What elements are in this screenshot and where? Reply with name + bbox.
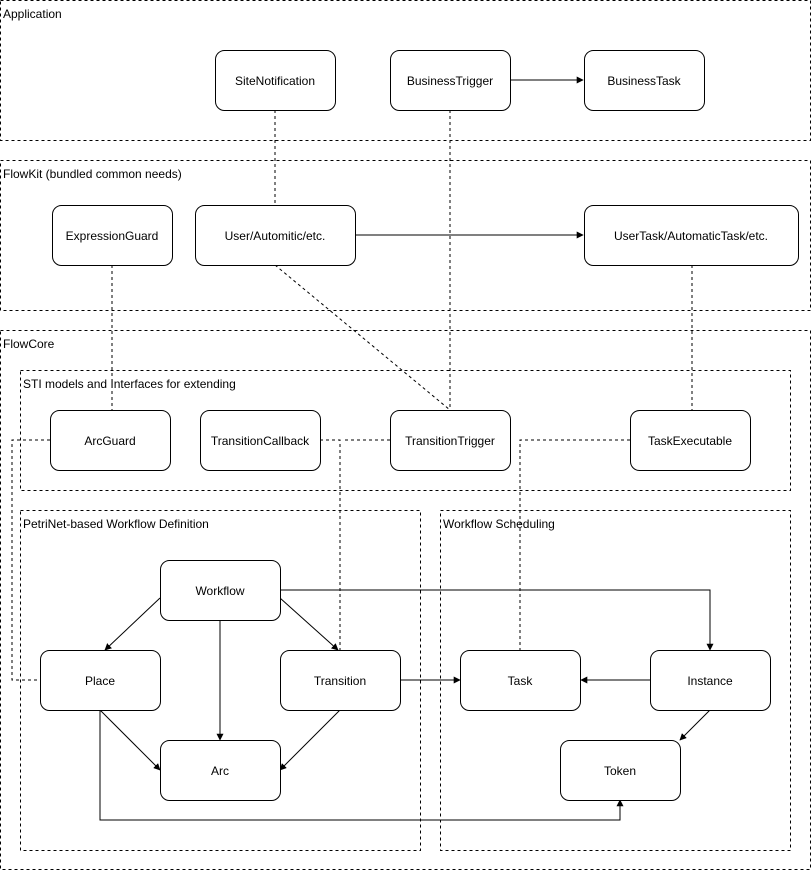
node-user-task-label: UserTask/AutomaticTask/etc. xyxy=(614,229,768,243)
node-expression-guard: ExpressionGuard xyxy=(52,205,173,266)
sti-group-label: STI models and Interfaces for extending xyxy=(23,377,236,391)
node-workflow: Workflow xyxy=(160,560,281,621)
flowkit-group-label: FlowKit (bundled common needs) xyxy=(3,167,182,181)
node-user-task: UserTask/AutomaticTask/etc. xyxy=(584,205,799,266)
node-transition-trigger: TransitionTrigger xyxy=(390,410,511,471)
node-business-trigger-label: BusinessTrigger xyxy=(407,74,493,88)
edge-transition-arc xyxy=(279,709,341,771)
node-user-automatic: User/Automitic/etc. xyxy=(195,205,356,266)
node-instance: Instance xyxy=(650,650,771,711)
node-workflow-label: Workflow xyxy=(195,584,244,598)
application-group-label: Application xyxy=(3,7,62,21)
node-task-executable: TaskExecutable xyxy=(630,410,751,471)
node-task-executable-label: TaskExecutable xyxy=(648,434,732,448)
node-place: Place xyxy=(40,650,161,711)
edge-place-token xyxy=(99,710,624,821)
edge-instance-token xyxy=(679,709,711,741)
edge-taskexecutable-task xyxy=(519,439,630,650)
edge-user-transitiontrigger xyxy=(274,264,451,411)
edge-workflow-instance xyxy=(280,589,714,651)
node-site-notification-label: SiteNotification xyxy=(235,74,315,88)
node-arc: Arc xyxy=(160,740,281,801)
edge-transitioncallback-transition xyxy=(320,439,341,650)
flowcore-group xyxy=(0,330,811,870)
edge-workflow-transition xyxy=(279,597,339,651)
node-user-automatic-label: User/Automitic/etc. xyxy=(225,229,326,243)
node-transition: Transition xyxy=(280,650,401,711)
node-transition-trigger-label: TransitionTrigger xyxy=(405,434,495,448)
node-arc-guard: ArcGuard xyxy=(50,410,171,471)
node-transition-callback: TransitionCallback xyxy=(200,410,321,471)
node-instance-label: Instance xyxy=(687,674,733,688)
node-transition-callback-label: TransitionCallback xyxy=(211,434,310,448)
node-token-label: Token xyxy=(604,764,636,778)
scheduling-group xyxy=(440,510,791,851)
node-business-task: BusinessTask xyxy=(584,50,705,111)
node-token: Token xyxy=(560,740,681,801)
petrinet-group-label: PetriNet-based Workflow Definition xyxy=(23,517,209,531)
node-expression-guard-label: ExpressionGuard xyxy=(66,229,159,243)
node-transition-label: Transition xyxy=(314,674,366,688)
edge-arcguard-place xyxy=(11,439,50,681)
node-task: Task xyxy=(460,650,581,711)
node-site-notification: SiteNotification xyxy=(215,50,336,111)
node-business-trigger: BusinessTrigger xyxy=(390,50,511,111)
node-arc-guard-label: ArcGuard xyxy=(84,434,135,448)
scheduling-group-label: Workflow Scheduling xyxy=(443,517,555,531)
node-business-task-label: BusinessTask xyxy=(607,74,681,88)
flowcore-group-label: FlowCore xyxy=(3,337,55,351)
node-place-label: Place xyxy=(85,674,115,688)
node-task-label: Task xyxy=(508,674,534,688)
edge-workflow-place xyxy=(104,597,161,651)
application-group xyxy=(0,0,811,141)
sti-group xyxy=(20,370,791,491)
node-arc-label: Arc xyxy=(211,764,229,778)
edge-place-arc xyxy=(99,709,161,771)
